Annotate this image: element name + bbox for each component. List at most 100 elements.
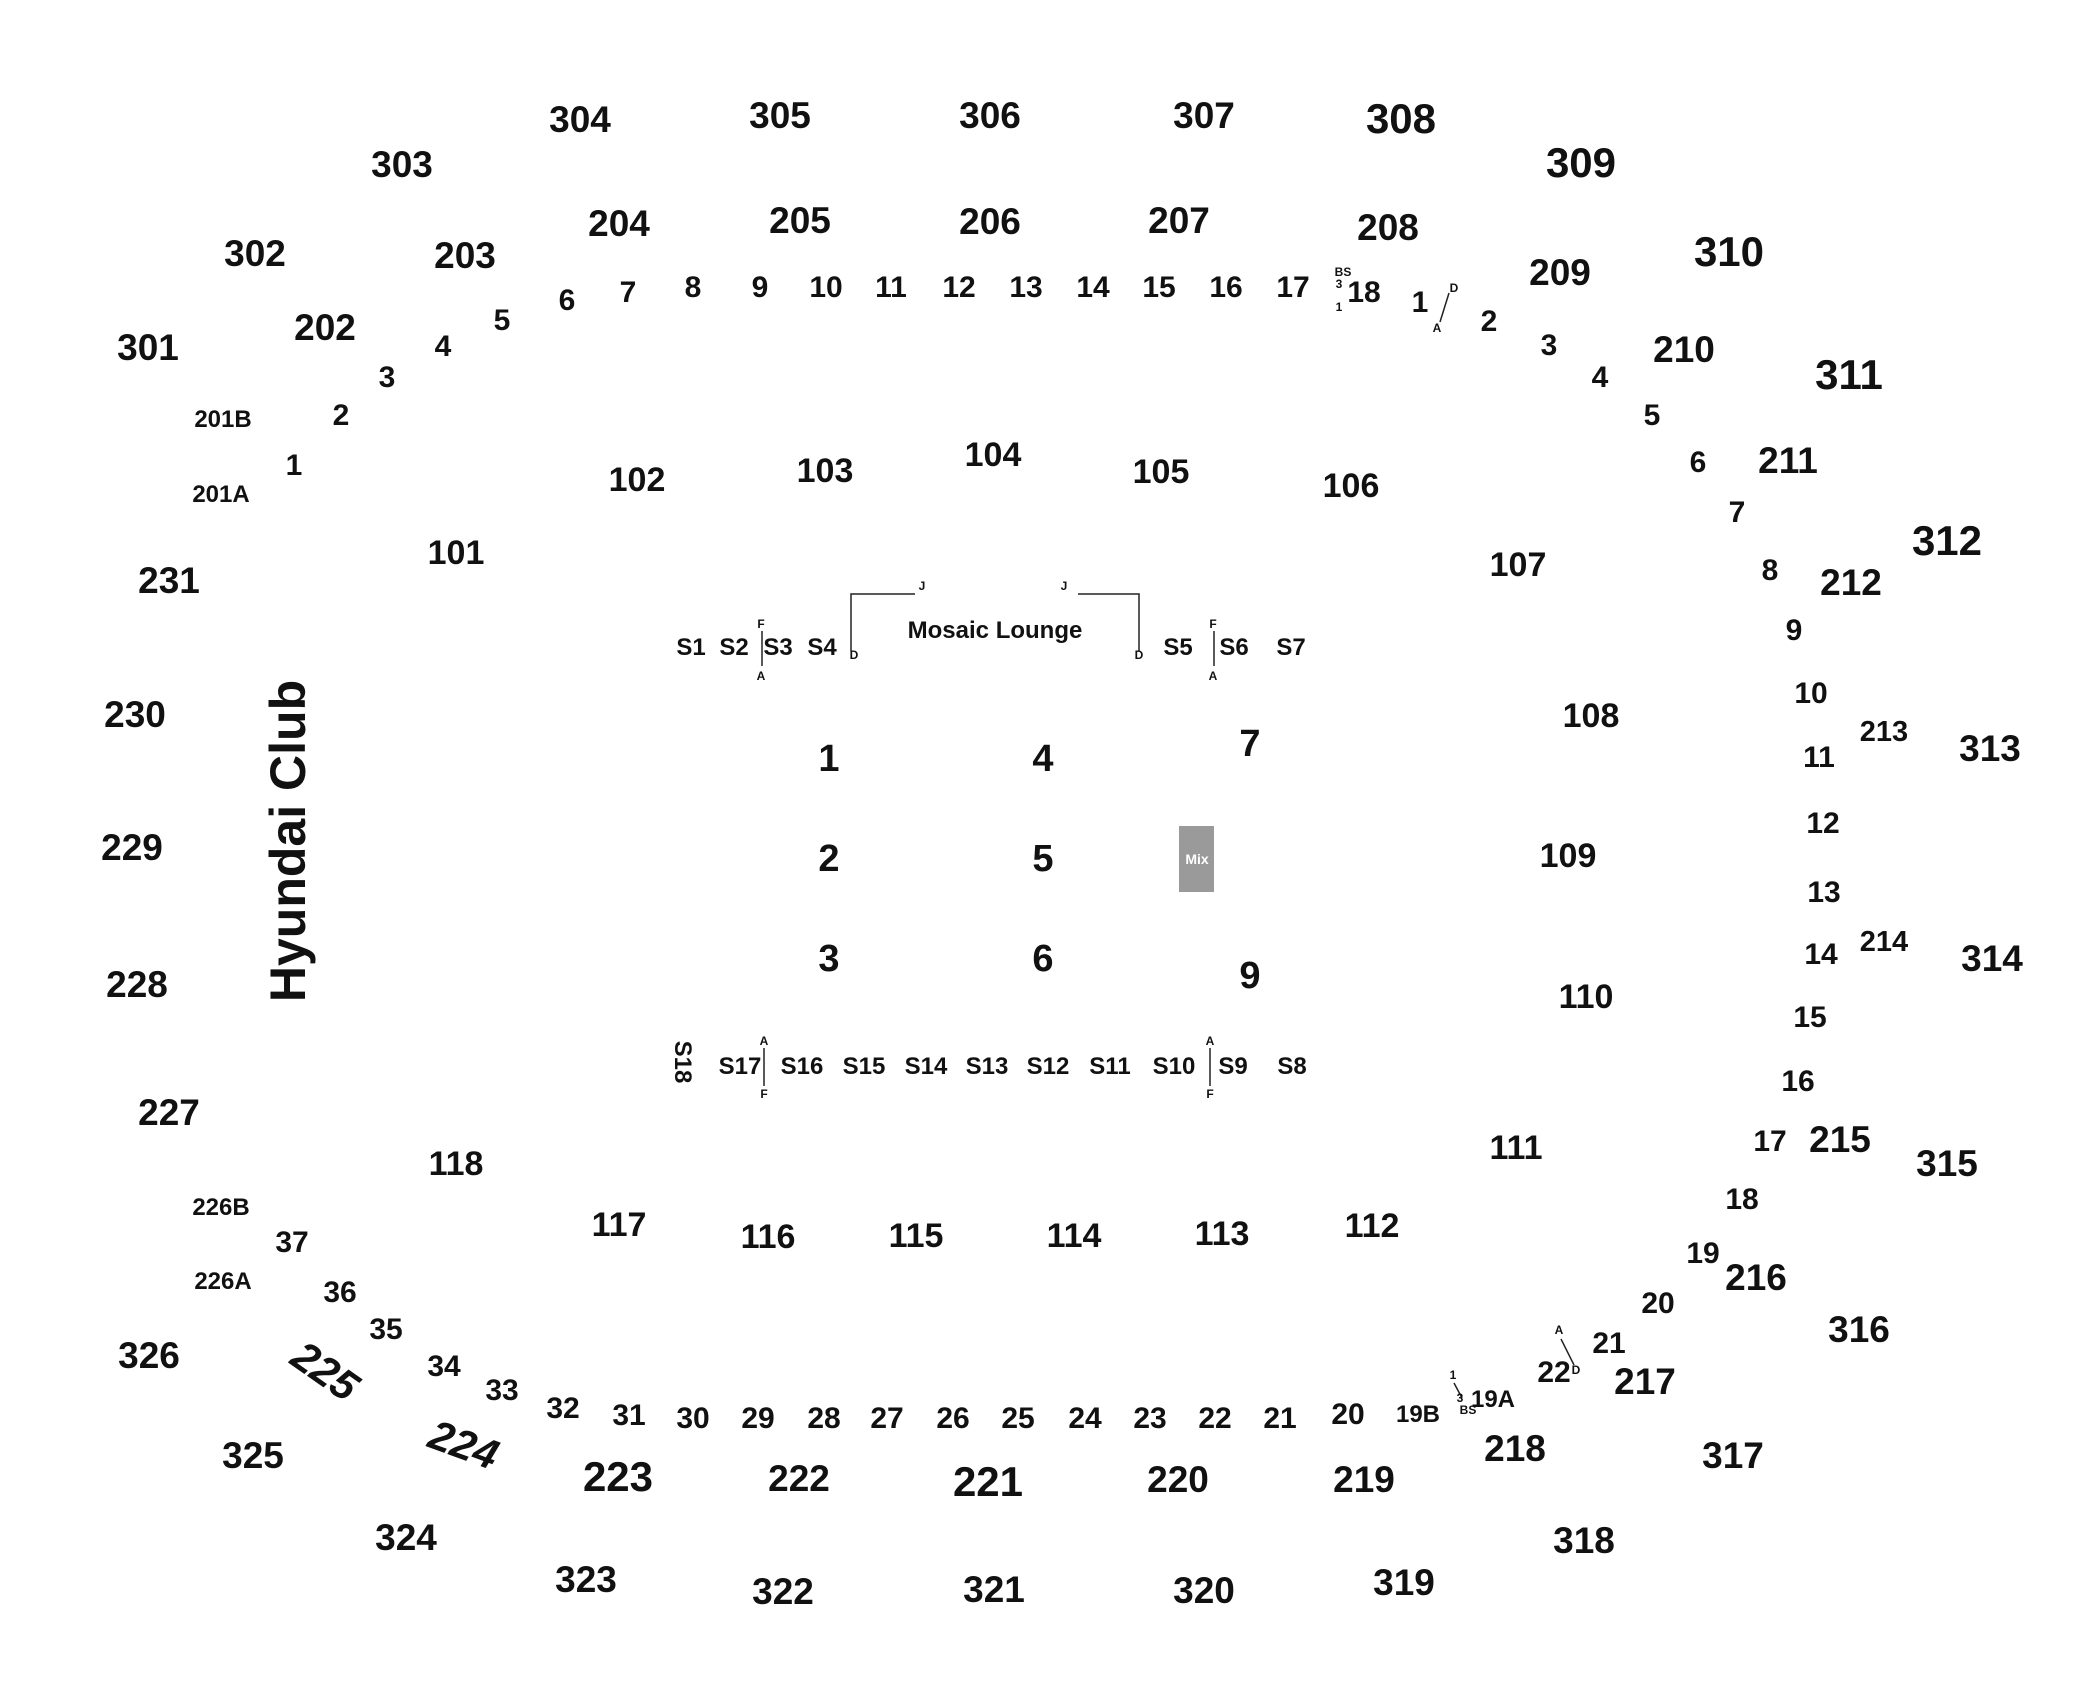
section-label[interactable]: 110 — [1559, 978, 1614, 1016]
section-label[interactable]: 212 — [1820, 562, 1882, 603]
floor-section[interactable]: 5 — [1032, 838, 1053, 880]
section-label[interactable]: 202 — [294, 307, 356, 348]
suite-label[interactable]: S8 — [1277, 1053, 1306, 1080]
section-label[interactable]: 310 — [1694, 228, 1764, 275]
section-label[interactable]: 224 — [422, 1410, 505, 1478]
suite-label[interactable]: S15 — [843, 1053, 886, 1080]
section-label[interactable]: 203 — [434, 235, 496, 276]
section-label[interactable]: 209 — [1529, 252, 1591, 293]
section-label[interactable]: 303 — [371, 144, 433, 185]
suite-label[interactable]: S7 — [1276, 634, 1305, 661]
section-label[interactable]: 230 — [104, 694, 166, 735]
section-label[interactable]: 229 — [101, 827, 163, 868]
floor-section[interactable]: 1 — [818, 738, 839, 780]
section-label[interactable]: 324 — [375, 1517, 437, 1558]
section-label[interactable]: 227 — [138, 1092, 200, 1133]
section-label[interactable]: 311 — [1815, 351, 1883, 398]
section-label[interactable]: 215 — [1809, 1119, 1871, 1160]
suite-label[interactable]: S6 — [1219, 634, 1248, 661]
section-label[interactable]: 206 — [959, 201, 1021, 242]
section-label[interactable]: 101 — [428, 534, 485, 572]
section-label[interactable]: 116 — [741, 1218, 796, 1256]
suite-label[interactable]: S11 — [1089, 1053, 1130, 1080]
section-label[interactable]: 220 — [1147, 1459, 1209, 1500]
section-label[interactable]: 316 — [1828, 1309, 1890, 1350]
floor-section[interactable]: 7 — [1239, 723, 1260, 765]
section-label[interactable]: 326 — [118, 1335, 180, 1376]
section-label[interactable]: 107 — [1490, 546, 1547, 584]
section-label[interactable]: 117 — [592, 1206, 647, 1244]
section-label[interactable]: 312 — [1912, 517, 1982, 564]
suite-label[interactable]: S13 — [966, 1053, 1009, 1080]
suite-label[interactable]: S14 — [905, 1053, 948, 1080]
section-label[interactable]: 313 — [1959, 728, 2021, 769]
section-label[interactable]: 226B — [192, 1194, 249, 1221]
section-label[interactable]: 322 — [752, 1571, 814, 1612]
section-label[interactable]: 102 — [609, 461, 666, 499]
section-label[interactable]: 111 — [1490, 1129, 1543, 1167]
section-label[interactable]: 104 — [965, 436, 1022, 474]
section-label[interactable]: 306 — [959, 95, 1021, 136]
section-label[interactable]: 115 — [889, 1217, 944, 1255]
section-label[interactable]: 201A — [192, 481, 249, 508]
floor-section[interactable]: 2 — [818, 838, 839, 880]
section-label[interactable]: 204 — [588, 203, 650, 244]
section-label[interactable]: 307 — [1173, 95, 1235, 136]
section-label[interactable]: 223 — [583, 1453, 653, 1500]
suite-label[interactable]: S9 — [1218, 1053, 1247, 1080]
section-label[interactable]: 105 — [1133, 453, 1190, 491]
section-label[interactable]: 113 — [1195, 1215, 1250, 1253]
section-label[interactable]: 211 — [1758, 440, 1818, 481]
section-label[interactable]: 301 — [117, 327, 179, 368]
section-label[interactable]: 112 — [1345, 1207, 1400, 1245]
section-label[interactable]: 228 — [106, 964, 168, 1005]
section-label[interactable]: 226A — [194, 1268, 251, 1295]
suite-label[interactable]: S4 — [807, 634, 837, 661]
section-label[interactable]: 321 — [963, 1569, 1025, 1610]
suite-label[interactable]: S10 — [1153, 1053, 1196, 1080]
section-label[interactable]: 320 — [1173, 1570, 1235, 1611]
section-label[interactable]: 118 — [429, 1145, 484, 1183]
section-label[interactable]: 302 — [224, 233, 286, 274]
section-label[interactable]: 216 — [1725, 1257, 1787, 1298]
floor-section[interactable]: 4 — [1032, 738, 1053, 780]
section-label[interactable]: 318 — [1553, 1520, 1615, 1561]
suite-label[interactable]: S12 — [1027, 1053, 1070, 1080]
section-label[interactable]: 221 — [953, 1458, 1023, 1505]
section-label[interactable]: 201B — [194, 406, 251, 433]
section-label[interactable]: 225 — [282, 1331, 368, 1411]
suite-label[interactable]: S2 — [719, 634, 748, 661]
section-label[interactable]: 315 — [1916, 1143, 1978, 1184]
suite-label[interactable]: S3 — [763, 634, 792, 661]
section-label[interactable]: 323 — [555, 1559, 617, 1600]
section-label[interactable]: 325 — [222, 1435, 284, 1476]
floor-section[interactable]: 3 — [818, 938, 839, 980]
section-label[interactable]: 214 — [1860, 926, 1908, 958]
section-label[interactable]: 231 — [138, 560, 200, 601]
section-label[interactable]: 213 — [1860, 716, 1908, 748]
section-label[interactable]: 108 — [1563, 697, 1620, 735]
section-label[interactable]: 210 — [1653, 329, 1715, 370]
section-label[interactable]: 218 — [1484, 1428, 1546, 1469]
section-label[interactable]: 308 — [1366, 95, 1436, 142]
suite-label[interactable]: S5 — [1163, 634, 1192, 661]
suite-label[interactable]: S18 — [669, 1041, 696, 1084]
section-label[interactable]: 305 — [749, 95, 811, 136]
section-label[interactable]: 106 — [1323, 467, 1380, 505]
suite-label[interactable]: S1 — [676, 634, 705, 661]
floor-section[interactable]: 9 — [1239, 955, 1260, 997]
section-label[interactable]: 205 — [769, 200, 831, 241]
section-label[interactable]: 103 — [797, 452, 854, 490]
suite-label[interactable]: S16 — [781, 1053, 824, 1080]
section-label[interactable]: 319 — [1373, 1562, 1435, 1603]
floor-section[interactable]: 6 — [1032, 938, 1053, 980]
section-label[interactable]: 219 — [1333, 1459, 1395, 1500]
section-label[interactable]: 217 — [1614, 1361, 1676, 1402]
section-label[interactable]: 208 — [1357, 207, 1419, 248]
section-label[interactable]: 109 — [1540, 837, 1597, 875]
section-label[interactable]: 317 — [1702, 1435, 1764, 1476]
section-label[interactable]: 222 — [768, 1458, 830, 1499]
section-label[interactable]: 114 — [1047, 1217, 1102, 1255]
section-label[interactable]: 309 — [1546, 139, 1616, 186]
suite-label[interactable]: S17 — [719, 1053, 762, 1080]
